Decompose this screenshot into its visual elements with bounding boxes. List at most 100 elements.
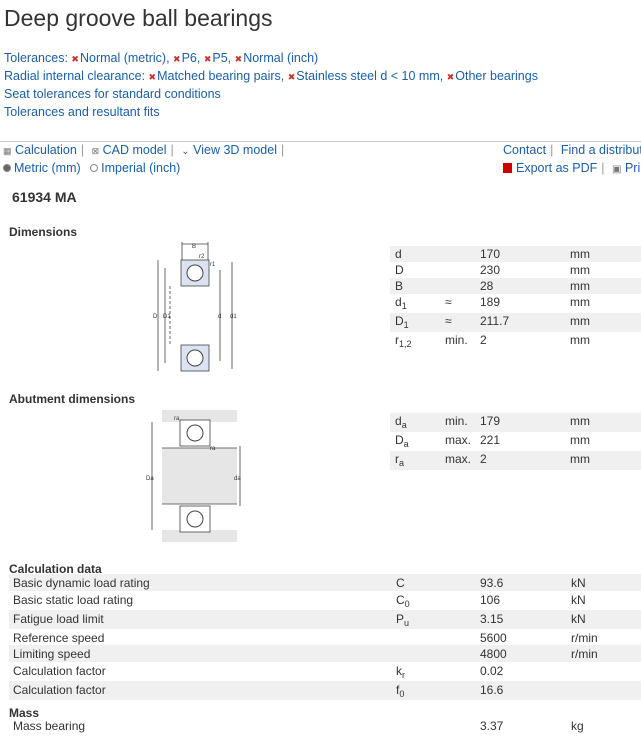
abutment-value: 179 bbox=[480, 414, 501, 428]
toolbar-divider bbox=[0, 141, 641, 142]
toolbar-left: ▦ Calculation| ⊠ CAD model| ⌄ View 3D mo… bbox=[3, 143, 285, 157]
label-r2: r2 bbox=[199, 254, 205, 260]
calculation-link[interactable]: Calculation bbox=[15, 143, 77, 157]
dimension-value: 2 bbox=[480, 333, 487, 347]
broken-image-icon: ✖ bbox=[234, 54, 243, 64]
dimensions-heading: Dimensions bbox=[9, 225, 78, 239]
abutment-value: 221 bbox=[480, 433, 501, 447]
dimension-row: D1 ≈211.7 mm bbox=[390, 313, 641, 332]
view-3d-link[interactable]: View 3D model bbox=[193, 143, 277, 157]
toolbar-right: Contact| Find a distributo bbox=[503, 143, 641, 157]
imperial-radio[interactable] bbox=[90, 164, 99, 172]
calc-value: 5600 bbox=[480, 630, 507, 645]
label-ra-1: ra bbox=[174, 416, 180, 422]
dimension-unit: mm bbox=[570, 314, 590, 328]
calc-value: 3.15 bbox=[480, 611, 504, 626]
calc-unit: r/min bbox=[571, 647, 598, 661]
label-D: D bbox=[153, 314, 158, 320]
dimension-value: 28 bbox=[480, 279, 494, 293]
cad-model-link[interactable]: CAD model bbox=[102, 143, 167, 157]
label-B: B bbox=[192, 244, 196, 250]
link-stainless[interactable]: Stainless steel d < 10 mm, bbox=[296, 69, 444, 83]
calc-label: Calculation factor bbox=[13, 663, 106, 678]
link-normal-inch[interactable]: Normal (inch) bbox=[243, 51, 319, 65]
cad-icon: ⊠ bbox=[91, 146, 100, 156]
dimension-unit: mm bbox=[570, 279, 590, 293]
label-ra-2: ra bbox=[210, 446, 216, 452]
metric-label[interactable]: Metric (mm) bbox=[14, 161, 81, 175]
abutment-drawing: ra ra Da da bbox=[146, 410, 241, 542]
calc-label: Reference speed bbox=[13, 630, 105, 645]
dimension-qualifier: min. bbox=[445, 333, 468, 347]
dimension-unit: mm bbox=[570, 295, 590, 309]
metric-radio[interactable] bbox=[3, 164, 11, 172]
dimension-unit: mm bbox=[570, 247, 590, 261]
abutment-unit: mm bbox=[570, 452, 590, 466]
broken-image-icon: ✖ bbox=[446, 72, 455, 82]
link-matched-pairs[interactable]: Matched bearing pairs, bbox=[157, 69, 285, 83]
dimension-value: 189 bbox=[480, 295, 501, 309]
dimension-value: 211.7 bbox=[480, 314, 510, 328]
label-Da: Da bbox=[146, 476, 154, 482]
print-link[interactable]: Prir bbox=[624, 161, 641, 175]
label-da: da bbox=[234, 476, 241, 482]
dimension-symbol: d bbox=[395, 247, 402, 261]
abutment-symbol-sub: a bbox=[401, 420, 407, 430]
abutment-symbol: da bbox=[395, 414, 407, 430]
abutment-unit: mm bbox=[570, 414, 590, 428]
dimension-symbol: D bbox=[395, 263, 404, 277]
label-d: d bbox=[218, 314, 221, 320]
contact-link[interactable]: Contact bbox=[503, 143, 547, 157]
abutment-qualifier: max. bbox=[445, 433, 472, 447]
tolerances-row: Tolerances: ✖Normal (metric), ✖P6, ✖P5, … bbox=[4, 51, 318, 65]
link-other-bearings[interactable]: Other bearings bbox=[455, 69, 538, 83]
dimension-symbol: D1 bbox=[395, 314, 409, 330]
mass-value: 3.37 bbox=[480, 719, 504, 733]
pdf-icon bbox=[503, 163, 512, 173]
calc-unit: kN bbox=[571, 611, 586, 626]
abutment-unit: mm bbox=[570, 433, 590, 447]
page-title: Deep groove ball bearings bbox=[4, 5, 273, 31]
link-tolerances-fits[interactable]: Tolerances and resultant fits bbox=[4, 105, 160, 119]
calc-symbol-sub: r bbox=[402, 669, 405, 680]
calc-label: Fatigue load limit bbox=[13, 611, 104, 626]
dimension-qualifier: ≈ bbox=[445, 295, 452, 309]
link-p5[interactable]: P5, bbox=[212, 51, 232, 65]
dimension-symbol-sub: 1 bbox=[403, 320, 409, 330]
dimension-symbol: B bbox=[395, 279, 404, 293]
imperial-label[interactable]: Imperial (inch) bbox=[101, 161, 181, 175]
mass-table: Mass bearing 3.37 kg bbox=[9, 717, 641, 734]
abutment-symbol: ra bbox=[395, 452, 405, 468]
dimension-symbol: r1,2 bbox=[395, 333, 412, 349]
find-distributor-link[interactable]: Find a distributo bbox=[560, 143, 641, 157]
calc-row: Limiting speed 4800 r/min bbox=[9, 645, 641, 662]
printer-icon: ▣ bbox=[612, 164, 622, 175]
broken-image-icon: ✖ bbox=[173, 54, 181, 64]
dimension-unit: mm bbox=[570, 263, 590, 277]
calc-label: Calculation factor bbox=[13, 682, 106, 697]
broken-image-icon: ✖ bbox=[71, 54, 79, 64]
abutment-value: 2 bbox=[480, 452, 487, 466]
calc-value: 93.6 bbox=[480, 576, 504, 590]
broken-image-icon: ✖ bbox=[148, 72, 157, 82]
calc-value: 4800 bbox=[480, 647, 507, 661]
abutment-symbol-sub: a bbox=[399, 458, 405, 468]
link-p6[interactable]: P6, bbox=[181, 51, 201, 65]
dimension-qualifier: ≈ bbox=[445, 314, 452, 328]
link-normal-metric[interactable]: Normal (metric), bbox=[79, 51, 170, 65]
calc-label: Limiting speed bbox=[13, 647, 91, 661]
clearance-row: Radial internal clearance: ✖Matched bear… bbox=[4, 69, 538, 83]
link-seat-tolerances[interactable]: Seat tolerances for standard conditions bbox=[4, 87, 221, 101]
export-pdf-link[interactable]: Export as PDF bbox=[516, 161, 598, 175]
calc-symbol: C0 bbox=[396, 592, 410, 609]
